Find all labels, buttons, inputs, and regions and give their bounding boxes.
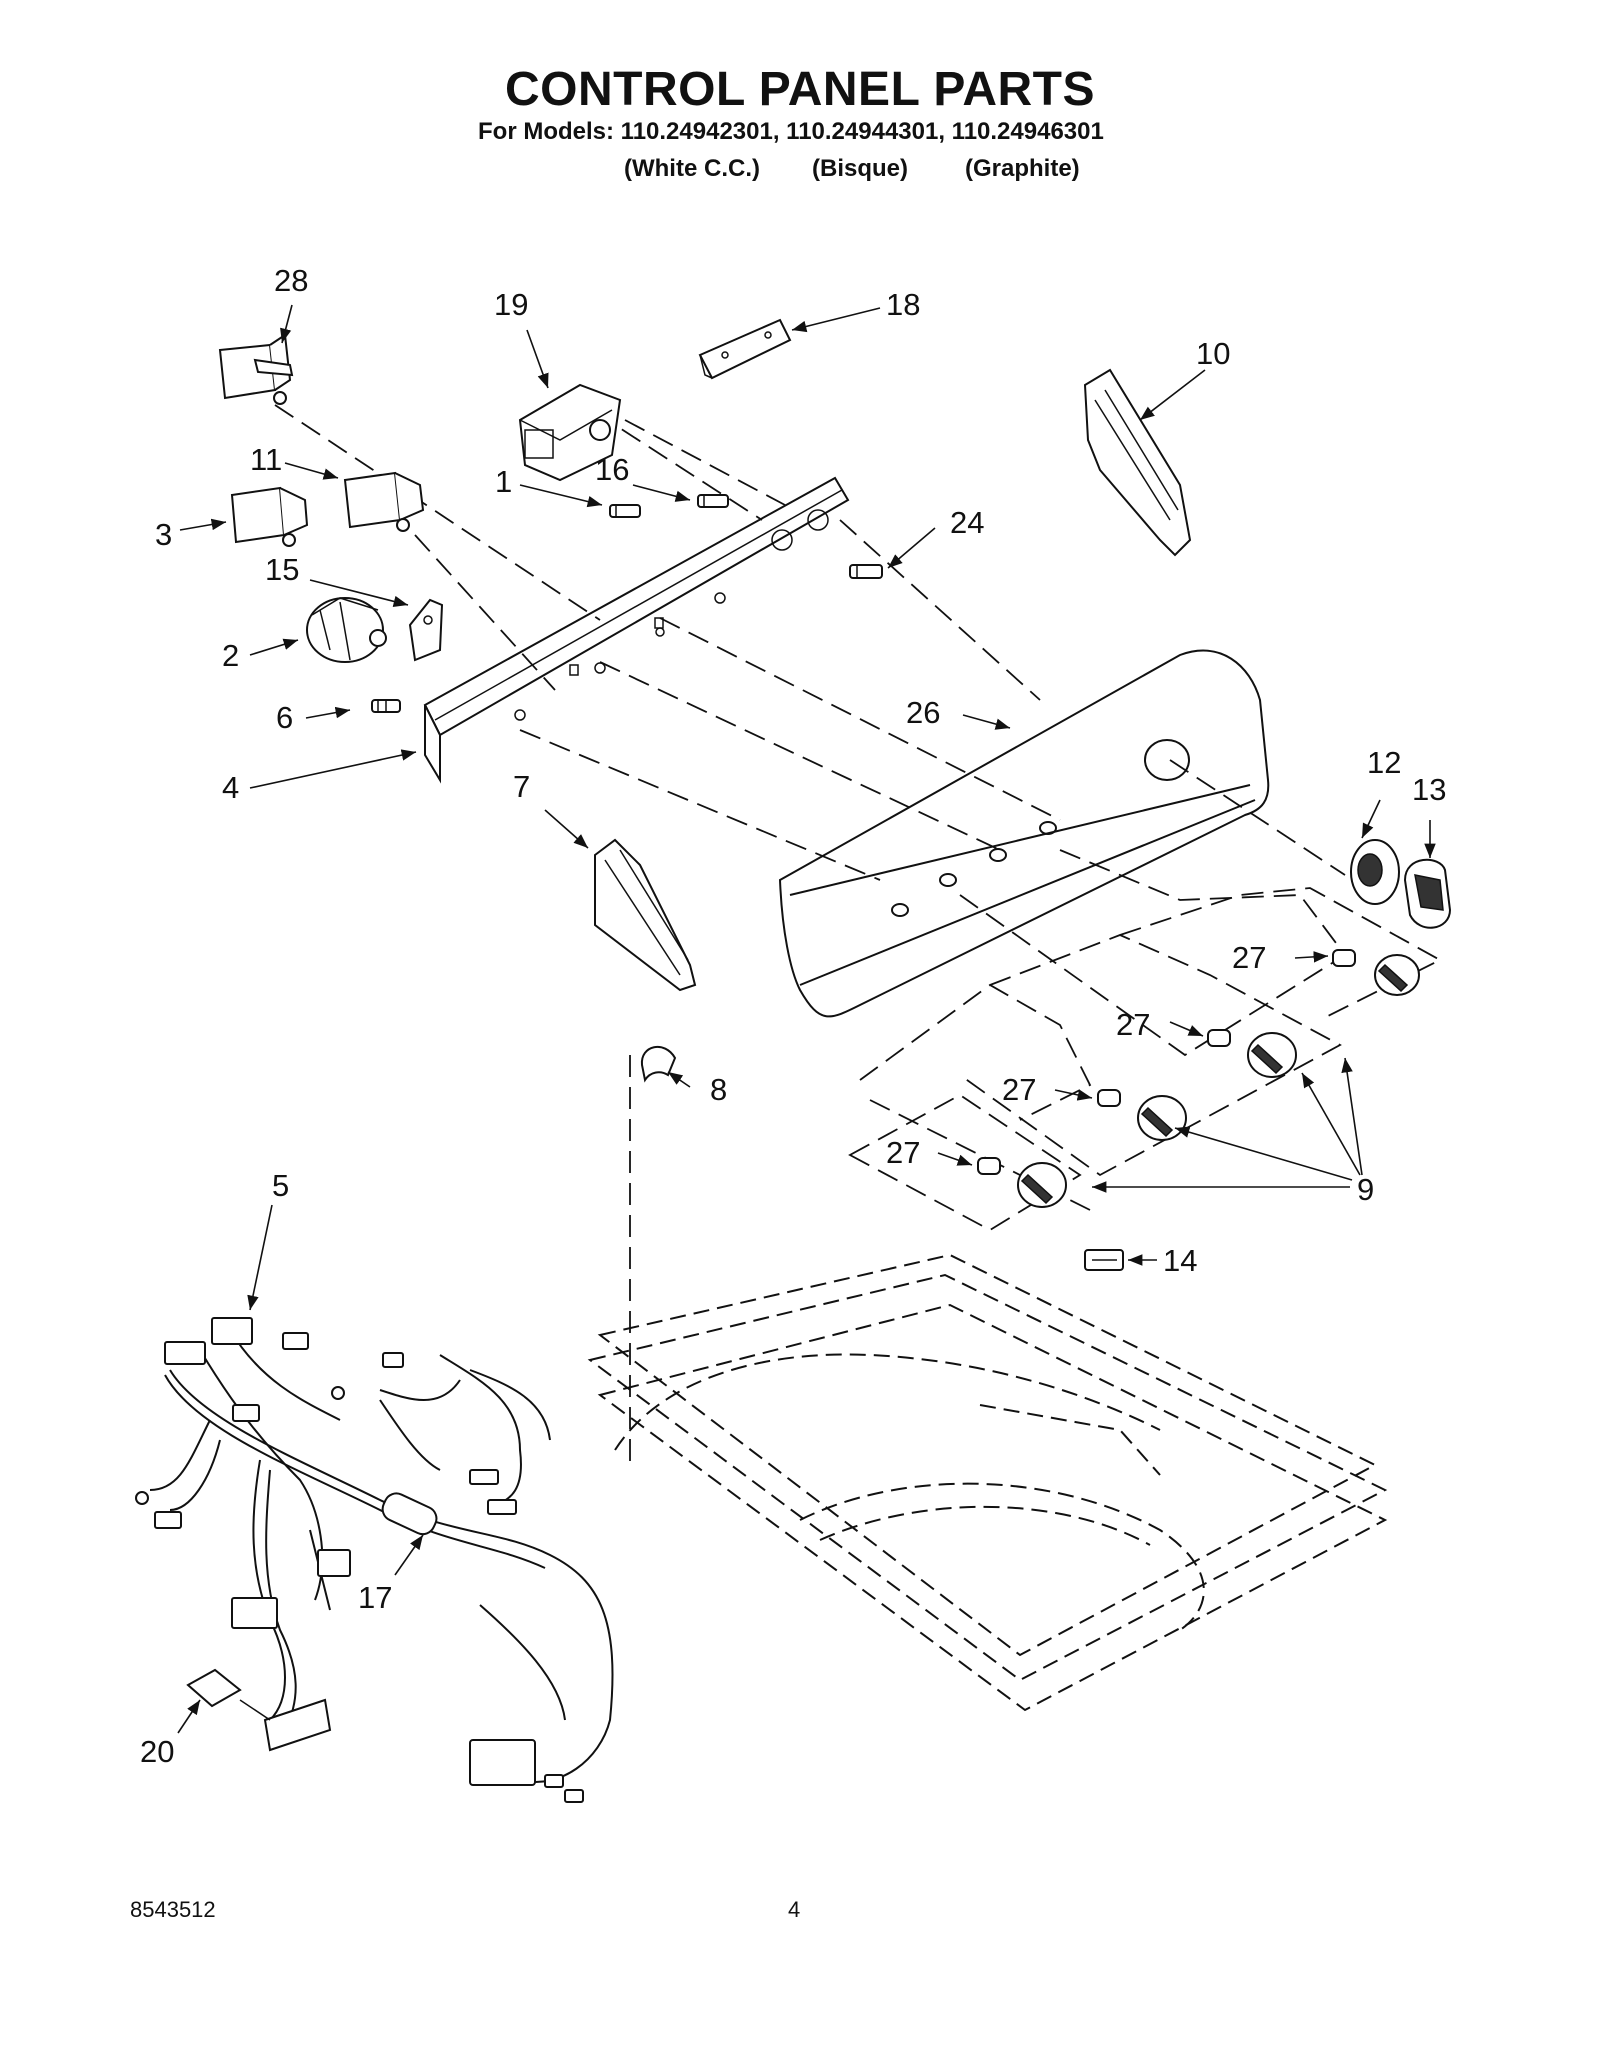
timer-2	[306, 597, 387, 663]
variant-bisque: (Bisque)	[812, 155, 908, 182]
timer-knob-13	[1403, 858, 1452, 929]
callout-13: 13	[1412, 772, 1446, 807]
callout-9: 9	[1357, 1172, 1374, 1207]
screw-1	[609, 504, 641, 518]
screw-24	[849, 564, 883, 579]
page-number: 4	[788, 1897, 801, 1922]
callout-27-a: 27	[1232, 940, 1266, 975]
indicator-14	[1084, 1249, 1124, 1271]
callout-8: 8	[710, 1072, 727, 1107]
callout-27-b: 27	[1116, 1007, 1150, 1042]
callout-27-c: 27	[1002, 1072, 1036, 1107]
callout-10: 10	[1196, 336, 1230, 371]
models-line: For Models: 110.24942301, 110.24944301, …	[478, 118, 1104, 145]
page-title: CONTROL PANEL PARTS	[505, 63, 1095, 116]
variant-white: (White C.C.)	[624, 155, 760, 182]
callout-1: 1	[495, 464, 512, 499]
callout-4: 4	[222, 770, 239, 805]
callout-27-d: 27	[886, 1135, 920, 1170]
callout-5: 5	[272, 1168, 289, 1203]
callout-2: 2	[222, 638, 239, 673]
knob-2	[1207, 1029, 1298, 1078]
callout-12: 12	[1367, 745, 1401, 780]
callout-24: 24	[950, 505, 984, 540]
callout-15: 15	[265, 552, 299, 587]
board-20	[186, 1668, 332, 1752]
screw-6	[371, 699, 401, 713]
knob-4	[977, 1157, 1068, 1208]
callout-26: 26	[906, 695, 940, 730]
document-number: 8543512	[130, 1897, 216, 1922]
clip-8	[640, 1045, 677, 1083]
switch-28	[218, 333, 294, 405]
end-cap-7	[594, 838, 697, 992]
callout-6: 6	[276, 700, 293, 735]
callout-19: 19	[494, 287, 528, 322]
callout-11: 11	[250, 442, 282, 477]
callout-20: 20	[140, 1734, 174, 1769]
timer-skirt-12	[1350, 839, 1400, 905]
screw-16	[697, 494, 729, 508]
callout-16: 16	[595, 452, 629, 487]
cabinet-top-outline	[587, 1253, 1388, 1712]
switch-11	[343, 471, 425, 532]
variant-graphite: (Graphite)	[965, 155, 1080, 182]
console-bracket-4	[423, 476, 850, 784]
bracket-18	[698, 318, 792, 380]
callout-28: 28	[274, 263, 308, 298]
switch-19	[518, 383, 622, 482]
switch-3	[230, 486, 309, 547]
callout-17: 17	[358, 1580, 392, 1615]
callout-3: 3	[155, 517, 172, 552]
callout-labels: 28 19 18 10 11 16 1 3 24 15 2 26 6 4 12 …	[140, 263, 1446, 1769]
knob-3	[1097, 1089, 1188, 1141]
end-cap-10	[1083, 368, 1192, 557]
console-panel-26	[778, 649, 1270, 1018]
knob-1	[1332, 949, 1421, 996]
callout-18: 18	[886, 287, 920, 322]
callout-7: 7	[513, 769, 530, 804]
alignment-lines	[274, 404, 1346, 881]
leader-lines	[177, 304, 1436, 1734]
wire-harness-5	[135, 1317, 614, 1803]
bracket-15	[408, 598, 444, 662]
callout-14: 14	[1163, 1243, 1197, 1278]
